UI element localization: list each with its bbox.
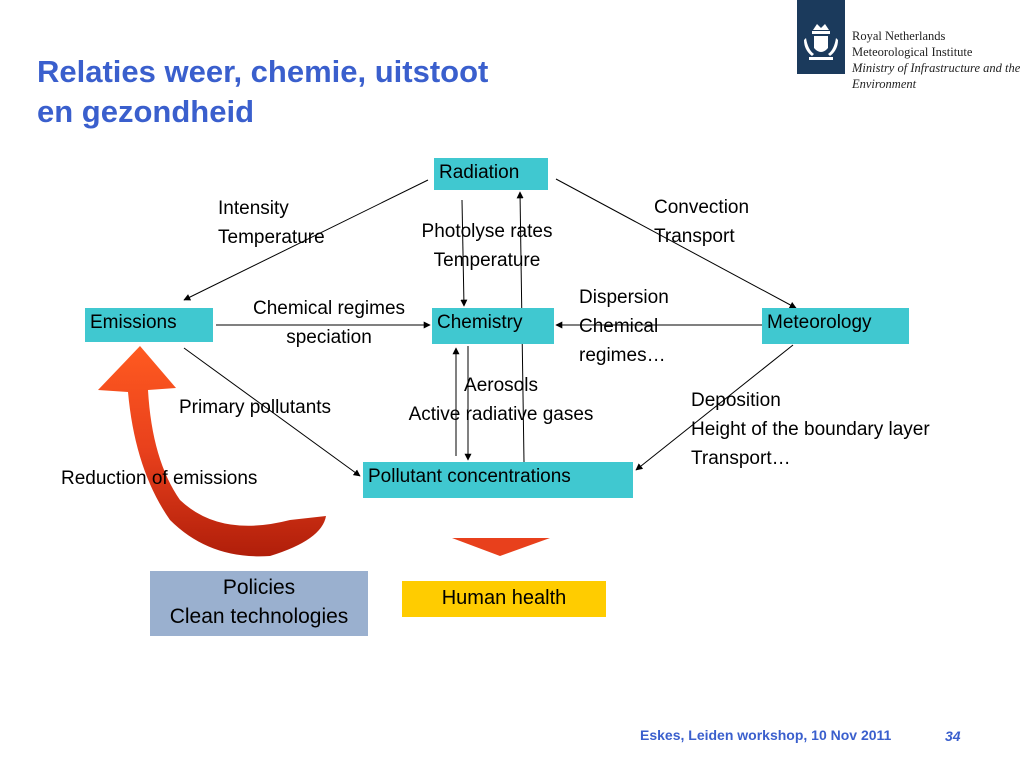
label-chemical-regimes: Chemical regimes speciation (228, 294, 430, 352)
institute-name: Royal Netherlands Meteorological Institu… (852, 28, 1020, 92)
arrow-radiation-emissions (183, 179, 429, 301)
logo-line-4: Environment (852, 77, 917, 91)
title-line-1: Relaties weer, chemie, uitstoot (37, 54, 489, 89)
page-number: 34 (945, 728, 961, 744)
logo-line-2: Meteorological Institute (852, 45, 973, 59)
label-intensity-temperature: Intensity Temperature (218, 194, 325, 252)
node-human-health: Human health (402, 581, 606, 617)
label-primary-pollutants: Primary pollutants (179, 397, 332, 418)
label-photolyse: Photolyse rates Temperature (402, 217, 572, 275)
arrow-radiation-meteorology (555, 178, 797, 309)
knmi-logo (797, 0, 845, 74)
label-line: Intensity (218, 198, 289, 219)
label-aerosols: Aerosols Active radiative gases (380, 371, 622, 429)
label-line: Active radiative gases (408, 404, 594, 425)
node-emissions: Emissions (85, 308, 213, 342)
policies-line-2: Clean technologies (169, 605, 349, 628)
label-line: speciation (286, 327, 372, 348)
label-line: Transport… (691, 448, 791, 469)
node-chemistry: Chemistry (432, 308, 554, 344)
label-line: regimes… (579, 345, 666, 366)
label-line: Transport (654, 226, 735, 247)
footer-citation: Eskes, Leiden workshop, 10 Nov 2011 (640, 727, 892, 743)
policies-line-1: Policies (222, 576, 296, 599)
arrow-emissions-pollutants (183, 347, 361, 477)
page-title: Relaties weer, chemie, uitstoot en gezon… (37, 52, 488, 132)
label-dispersion: Dispersion Chemical regimes… (579, 283, 669, 370)
node-policies: Policies Clean technologies (150, 571, 368, 636)
label-line: Temperature (218, 227, 325, 248)
logo-line-1: Royal Netherlands (852, 29, 946, 43)
label-line: Chemical (579, 316, 659, 337)
label-convection: Convection Transport (654, 193, 749, 251)
arrow-meteorology-pollutants (635, 344, 794, 471)
label-line: Aerosols (464, 375, 538, 396)
label-line: Deposition (691, 390, 781, 411)
logo-line-3: Ministry of Infrastructure and the (852, 61, 1021, 75)
curved-arrow-reduction (98, 346, 326, 557)
node-pollutant-concentrations: Pollutant concentrations (363, 462, 633, 498)
label-reduction-of-emissions: Reduction of emissions (61, 468, 258, 489)
label-deposition: Deposition Height of the boundary layer … (691, 386, 930, 473)
crown-lion-crest-icon (804, 24, 838, 60)
label-line: Convection (654, 197, 750, 218)
label-line: Photolyse rates (421, 221, 553, 242)
label-line: Dispersion (579, 287, 669, 308)
node-radiation: Radiation (434, 158, 548, 190)
title-line-2: en gezondheid (37, 94, 254, 129)
label-line: Chemical regimes (252, 298, 406, 319)
arrow-radiation-chemistry (460, 199, 468, 307)
label-line: Height of the boundary layer (691, 419, 930, 440)
down-arrow-health (452, 538, 550, 556)
label-line: Temperature (433, 250, 541, 271)
node-meteorology: Meteorology (762, 308, 909, 344)
